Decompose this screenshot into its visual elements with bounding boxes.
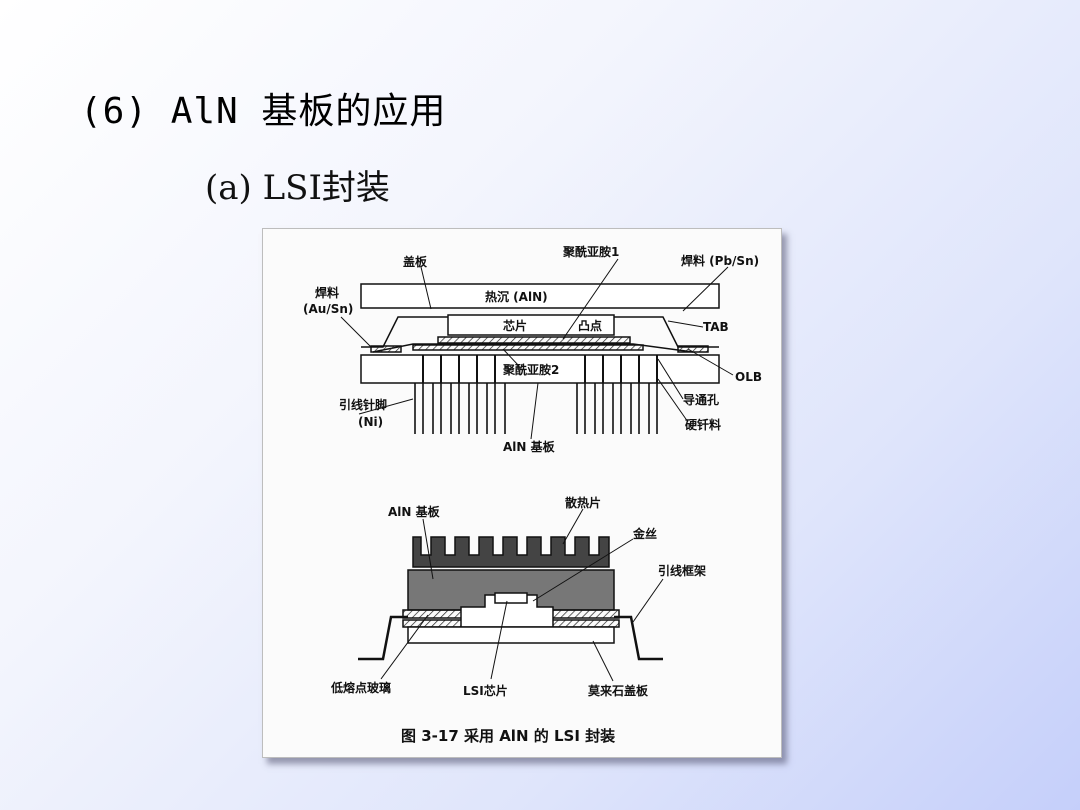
tab-left <box>361 316 448 348</box>
label-olb: OLB <box>735 370 762 384</box>
label-heat-sink: 热沉 (AlN) <box>485 289 548 304</box>
label-solder-ausn-2: (Au/Sn) <box>303 302 353 316</box>
aln-substrate-block <box>360 354 720 384</box>
lsi-package-figure: 盖板 聚酰亚胺1 焊料 (Pb/Sn) 焊料 (Au/Sn) 热沉 (AlN) … <box>262 228 782 758</box>
slide-subheading: (a) LSI封装 <box>205 168 390 208</box>
label-bump: 凸点 <box>578 318 602 333</box>
lead-frame <box>358 615 408 661</box>
bump-layer <box>437 336 631 344</box>
package-diagram: 盖板 聚酰亚胺1 焊料 (Pb/Sn) 焊料 (Au/Sn) 热沉 (AlN) … <box>303 244 762 745</box>
label-hard-solder: 硬钎料 <box>685 417 721 432</box>
heat-fins <box>412 536 610 568</box>
top-leader-lines <box>340 258 734 440</box>
label-aln-substrate-bottom: AlN 基板 <box>388 504 441 519</box>
label-chip: 芯片 <box>503 318 527 333</box>
label-heat-fin: 散热片 <box>565 495 601 510</box>
bottom-leader-lines <box>380 508 664 682</box>
label-polyimide1: 聚酰亚胺1 <box>562 244 619 259</box>
label-mullite-cover: 莫来石盖板 <box>588 683 649 698</box>
bottom-labels: AlN 基板 散热片 金丝 引线框架 低熔点玻璃 LSI芯片 莫来石盖板 <box>330 495 706 698</box>
lsi-chip-block <box>494 592 528 604</box>
label-lead-pin-1: 引线针脚 <box>339 397 387 412</box>
top-labels: 盖板 聚酰亚胺1 焊料 (Pb/Sn) 焊料 (Au/Sn) 热沉 (AlN) … <box>303 244 762 454</box>
via-holes <box>422 355 658 383</box>
label-lead-pin-2: (Ni) <box>358 415 383 429</box>
label-gold-wire: 金丝 <box>632 526 657 541</box>
mullite-cover-block <box>407 626 615 644</box>
label-low-melt-glass: 低熔点玻璃 <box>330 680 391 695</box>
top-cross-section <box>340 258 734 440</box>
label-solder-pbsn: 焊料 (Pb/Sn) <box>681 253 759 268</box>
heat-sink-block <box>360 283 720 309</box>
label-aln-substrate-top: AlN 基板 <box>503 439 556 454</box>
label-tab: TAB <box>703 320 729 334</box>
label-lead-frame: 引线框架 <box>658 563 706 578</box>
label-polyimide2: 聚酰亚胺2 <box>502 362 559 377</box>
label-cover-plate: 盖板 <box>403 254 428 269</box>
slide-heading: (6) AlN 基板的应用 <box>80 91 447 132</box>
lead-pins <box>414 383 658 434</box>
figure-caption: 图 3-17 采用 AlN 的 LSI 封装 <box>401 727 616 745</box>
chip-block <box>447 314 615 336</box>
bottom-cross-section <box>358 508 664 682</box>
label-lsi-chip: LSI芯片 <box>463 683 508 698</box>
label-solder-ausn-1: 焊料 <box>315 285 339 300</box>
label-via: 导通孔 <box>683 392 719 407</box>
